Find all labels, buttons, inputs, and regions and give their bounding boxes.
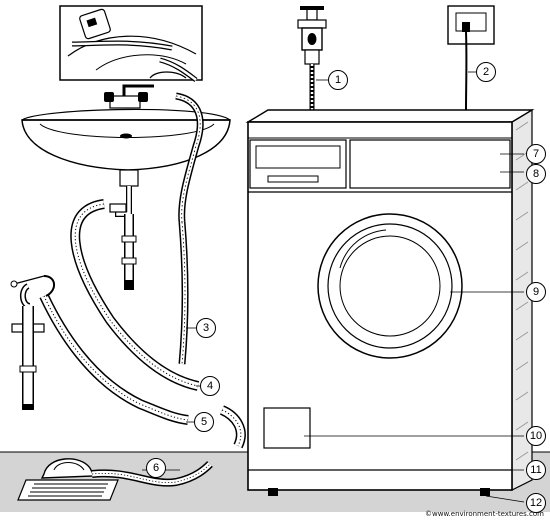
callout-6-label: 6 [153,462,159,474]
callout-8-label: 8 [533,168,539,180]
callout-1-label: 1 [335,74,341,86]
watermark-credit: ©www.environment-textures.com [425,510,544,518]
washing-machine [245,108,535,496]
callout-8: 8 [526,164,546,184]
callout-3-label: 3 [203,322,209,334]
callout-5-label: 5 [201,416,207,428]
callout-2-label: 2 [483,66,489,78]
inset-detail [59,5,203,82]
callout-12-label: 12 [530,497,542,509]
wall-socket [447,5,495,111]
callout-7: 7 [526,144,546,164]
corrugated-hose-5 [39,293,189,425]
callout-4: 4 [200,376,220,396]
leader-12 [485,495,525,503]
callout-1: 1 [328,70,348,90]
sink [21,84,231,290]
standpipe [10,275,55,410]
water-tap [297,6,327,112]
callout-2: 2 [476,62,496,82]
callout-9: 9 [526,282,546,302]
callout-10: 10 [526,426,546,446]
leader-lines [142,71,525,503]
callout-5: 5 [194,412,214,432]
callout-6: 6 [146,458,166,478]
callout-11: 11 [526,460,546,480]
callout-12: 12 [526,493,546,513]
callout-3: 3 [196,318,216,338]
callout-7-label: 7 [533,148,539,160]
callout-4-label: 4 [207,380,213,392]
callout-11-label: 11 [530,464,541,476]
callout-10-label: 10 [530,430,542,442]
callout-9-label: 9 [533,286,539,298]
